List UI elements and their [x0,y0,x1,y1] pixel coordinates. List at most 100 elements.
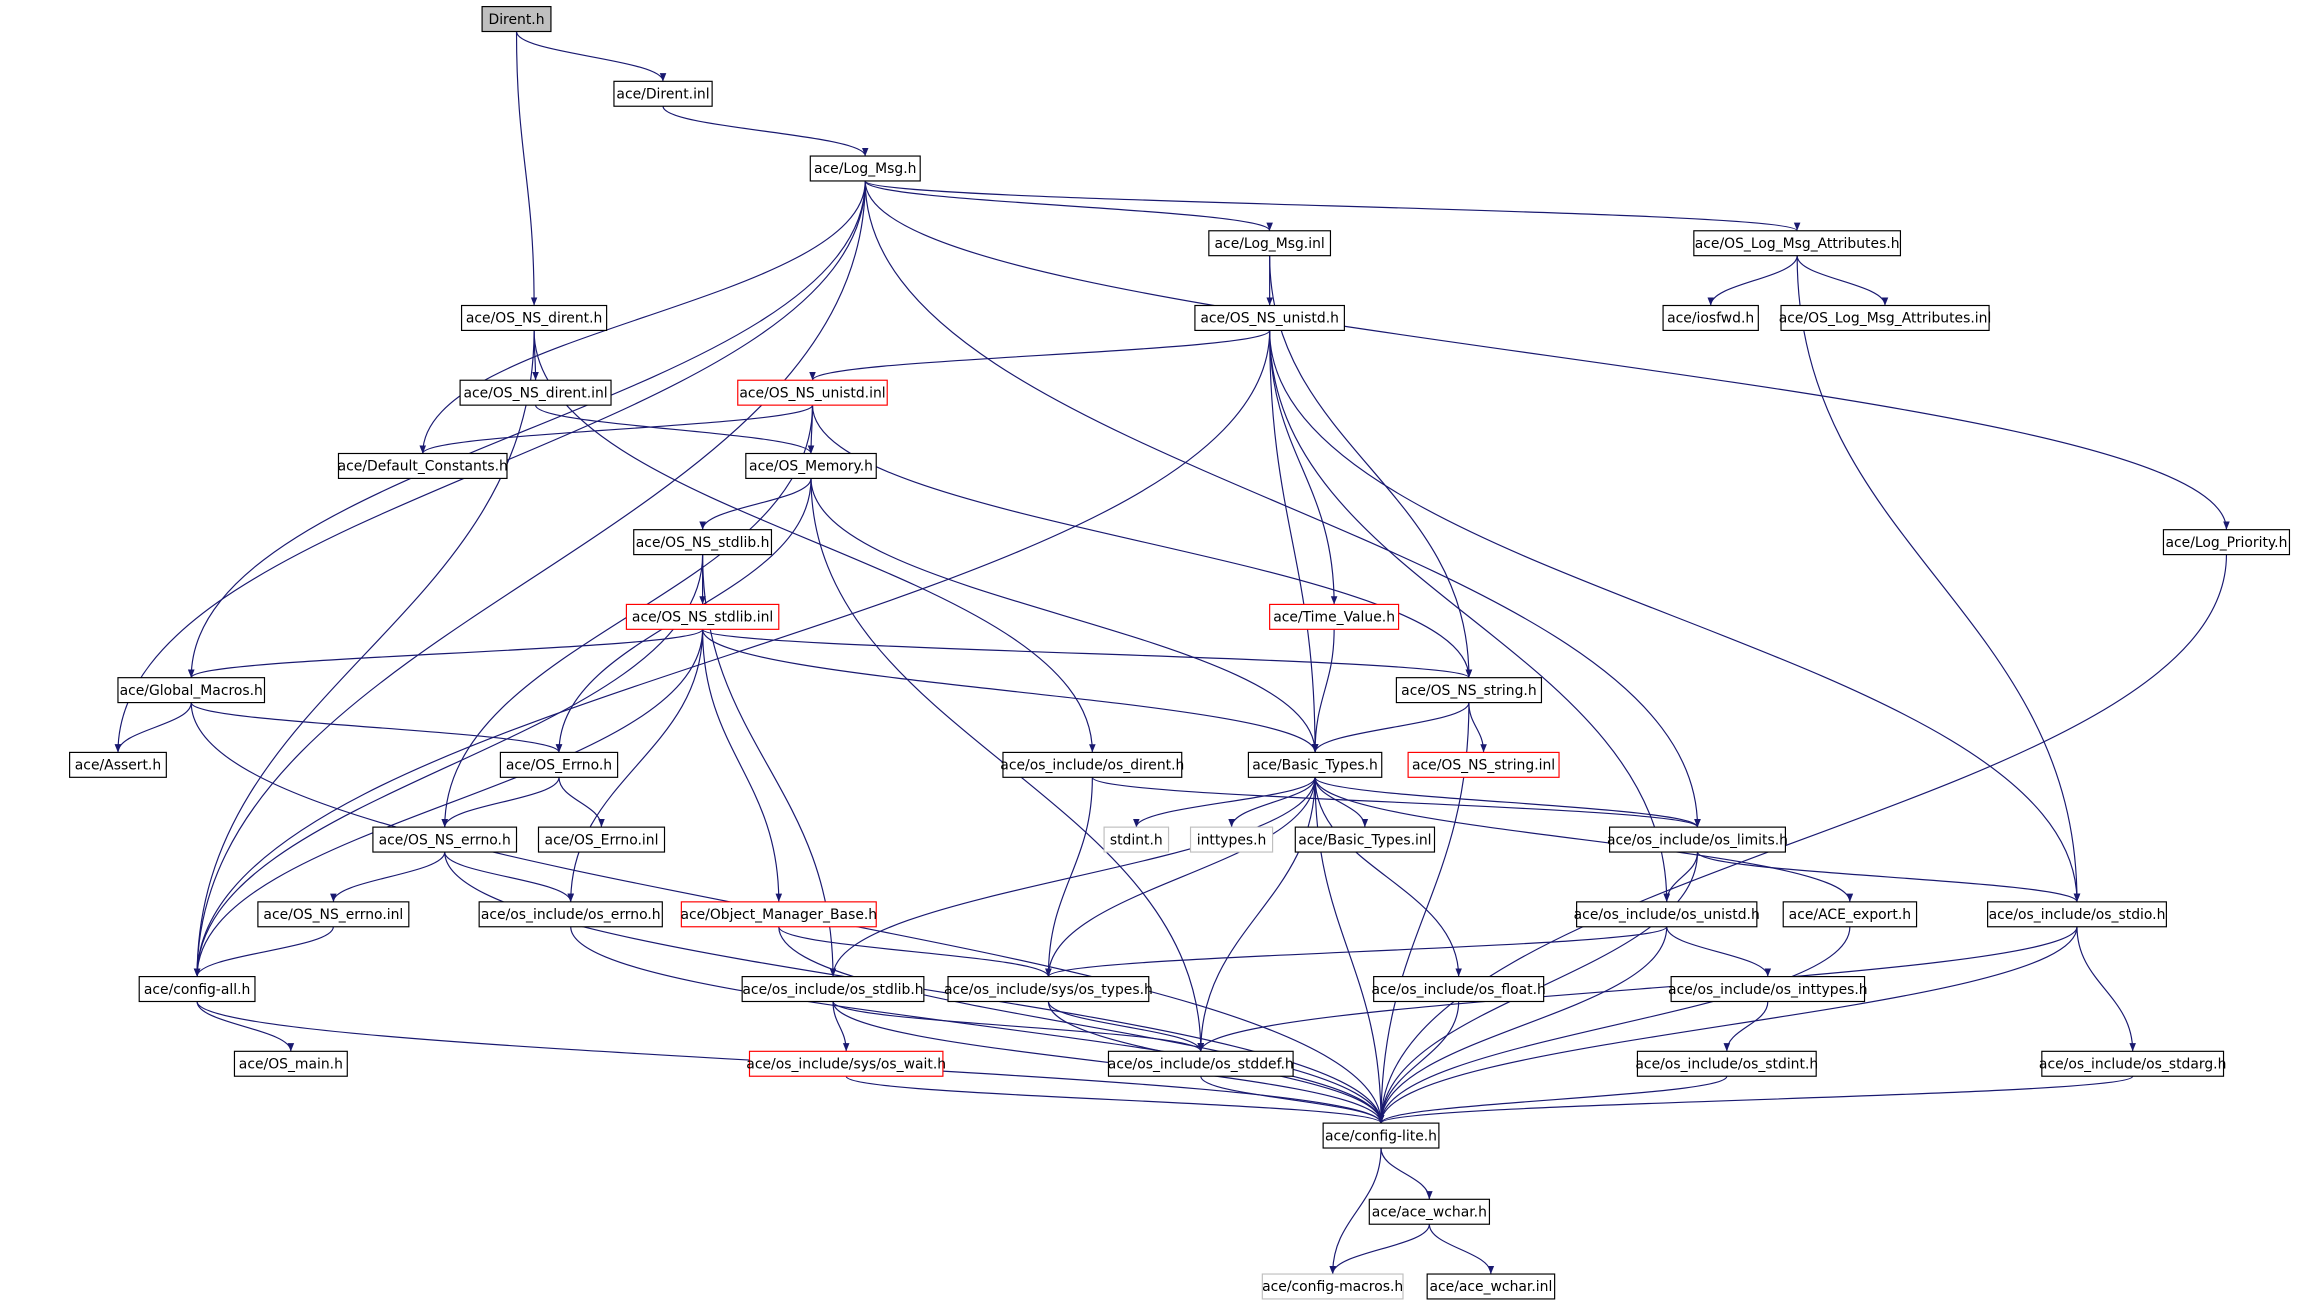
node-box [337,452,508,479]
node-box [1395,677,1543,704]
edge-os_ns_unistd_h-to-config_all_h [193,330,1271,977]
node-os-stdarg-h[interactable]: ace/os_include/os_stdarg.h [2039,1050,2226,1077]
node-os-limits-h[interactable]: ace/os_include/os_limits.h [1607,826,1788,853]
node-time-value-h[interactable]: ace/Time_Value.h [1269,603,1400,630]
nodes-layer: Dirent.h ace/Dirent.inl ace/Log_Msg.h ace/L… [69,6,2291,1300]
node-label: ace/os_include/os_stdio.h [1989,907,2166,923]
node-ace-wchar-inl[interactable]: ace/ace_wchar.inl [1426,1273,1556,1300]
node-os-float-h[interactable]: ace/os_include/os_float.h [1371,976,1546,1003]
node-os-ns-string-inl[interactable]: ace/OS_NS_string.inl [1407,751,1560,778]
edge-os_ns_stdlib_inl-to-osi_errno_h [567,629,704,902]
node-box [1670,976,1866,1003]
node-os-errno-inl[interactable]: ace/OS_Errno.inl [537,826,666,853]
node-log-priority-h[interactable]: ace/Log_Priority.h [2162,529,2291,556]
node-os-ns-dirent-h[interactable]: ace/OS_NS_dirent.h [460,304,608,331]
edge-log_msg_h-to-os_limits_h [864,180,1701,828]
edge-time_value_h-to-basic_types_h [1311,629,1335,753]
node-os-stddef-h[interactable]: ace/os_include/os_stddef.h [1108,1050,1294,1077]
edge-os_ns_errno_inl-to-config_all_h [193,926,334,977]
node-os-stdint-h[interactable]: ace/os_include/os_stdint.h [1635,1050,1818,1077]
node-log-msg-inl[interactable]: ace/Log_Msg.inl [1208,230,1332,257]
node-os-dirent-h[interactable]: ace/os_include/os_dirent.h [1000,751,1184,778]
node-box [233,1050,348,1077]
node-box [613,80,713,107]
node-config-lite-h[interactable]: ace/config-lite.h [1322,1122,1440,1149]
node-os-stdlib-h[interactable]: ace/os_include/os_stdlib.h [741,976,925,1003]
node-label: ace/OS_Log_Msg_Attributes.inl [1779,311,1992,327]
node-os-ns-stdlib-h[interactable]: ace/OS_NS_stdlib.h [633,529,773,556]
node-os-log-attr-h[interactable]: ace/OS_Log_Msg_Attributes.h [1693,230,1902,257]
node-label: ace/os_include/sys/os_wait.h [746,1057,946,1073]
node-box [117,677,266,704]
edge-os_ns_stdlib_inl-to-os_ns_string_h [702,628,1472,679]
node-ace-wchar-h[interactable]: ace/ace_wchar.h [1368,1198,1491,1225]
node-os-ns-dirent-inl[interactable]: ace/OS_NS_dirent.inl [459,379,612,406]
node-dirent-h[interactable]: Dirent.h [481,6,552,33]
edge-os_stdio_h-to-os_stdarg_h [2076,926,2136,1052]
node-basic-types-h[interactable]: ace/Basic_Types.h [1247,751,1383,778]
node-os-ns-stdlib-inl[interactable]: ace/OS_NS_stdlib.inl [625,603,780,630]
node-label: ace/os_include/os_stdint.h [1635,1057,1818,1073]
node-assert-h[interactable]: ace/Assert.h [69,751,167,778]
node-os-ns-errno-h[interactable]: ace/OS_NS_errno.h [372,826,518,853]
node-object-manager-base-h[interactable]: ace/Object_Manager_Base.h [680,901,877,928]
node-label: ace/OS_NS_unistd.h [1200,311,1339,327]
node-os-stdio-h[interactable]: ace/os_include/os_stdio.h [1987,901,2167,928]
edge-os_dirent_h-to-os_types_h [1045,777,1093,977]
node-osi-errno-h[interactable]: ace/os_include/os_errno.h [478,901,663,928]
node-label: ace/OS_NS_string.inl [1412,758,1555,774]
node-os-unistd-h[interactable]: ace/os_include/os_unistd.h [1574,901,1760,928]
edge-os_errno_h-to-os_errno_inl [558,777,605,828]
node-stdint-h[interactable]: stdint.h [1103,826,1170,853]
node-label: stdint.h [1110,832,1163,848]
node-default-constants-h[interactable]: ace/Default_Constants.h [337,452,508,479]
node-dirent-inl[interactable]: ace/Dirent.inl [613,80,713,107]
node-os-log-attr-inl[interactable]: ace/OS_Log_Msg_Attributes.inl [1779,304,1992,331]
node-box [1426,1273,1556,1300]
node-inttypes-h[interactable]: inttypes.h [1189,826,1274,853]
node-ace-export-h[interactable]: ace/ACE_export.h [1782,901,1918,928]
edge-os_unistd_h-to-os_inttypes_h [1666,926,1772,977]
node-os-types-h[interactable]: ace/os_include/sys/os_types.h [944,976,1153,1003]
node-box [1662,304,1759,331]
edge-basic_types_h-to-os_limits_h [1314,776,1701,828]
node-box [1208,230,1332,257]
node-label: ace/os_include/os_stdlib.h [742,982,923,998]
node-label: ace/os_include/os_limits.h [1607,832,1788,848]
edge-log_msg_h-to-log_msg_inl [864,180,1273,232]
node-global-macros-h[interactable]: ace/Global_Macros.h [117,677,266,704]
edge-os_ns_stdlib_inl-to-basic_types_h [702,629,1319,753]
edge-os_float_h-to-config_lite_h [1377,1001,1460,1124]
node-basic-types-inl[interactable]: ace/Basic_Types.inl [1294,826,1436,853]
node-log-msg-h[interactable]: ace/Log_Msg.h [809,155,921,182]
node-box [257,901,410,928]
node-box [1189,826,1274,853]
node-iosfwd-h[interactable]: ace/iosfwd.h [1662,304,1759,331]
node-config-all-h[interactable]: ace/config-all.h [138,976,256,1003]
node-label: ace/Log_Priority.h [2165,535,2287,551]
node-config-macros-h[interactable]: ace/config-macros.h [1261,1273,1404,1300]
node-os-wait-h[interactable]: ace/os_include/sys/os_wait.h [746,1050,946,1077]
node-label: ace/os_include/os_stddef.h [1108,1057,1294,1073]
node-box [1194,304,1345,331]
edge-os_ns_errno_h-to-osi_errno_h [444,851,574,903]
edge-config_all_h-to-os_main_h [196,1001,295,1052]
node-box [1002,751,1183,778]
node-label: ace/Default_Constants.h [338,459,508,475]
node-box [625,603,780,630]
node-os-errno-h[interactable]: ace/OS_Errno.h [499,751,619,778]
node-box [537,826,666,853]
edge-os_ns_unistd_h-to-os_stdio_h [1269,330,2081,902]
node-os-inttypes-h[interactable]: ace/os_include/os_inttypes.h [1668,976,1868,1003]
node-os-ns-unistd-h[interactable]: ace/OS_NS_unistd.h [1194,304,1345,331]
node-os-memory-h[interactable]: ace/OS_Memory.h [745,452,877,479]
node-label: ace/config-macros.h [1262,1279,1403,1295]
node-os-main-h[interactable]: ace/OS_main.h [233,1050,348,1077]
edge-os_stdint_h-to-config_lite_h [1377,1075,1728,1124]
edge-dirent_h-to-os_ns_dirent_h [515,31,538,306]
node-box [459,379,612,406]
node-os-ns-errno-inl[interactable]: ace/OS_NS_errno.inl [257,901,410,928]
node-label: ace/config-lite.h [1325,1128,1437,1144]
node-os-ns-string-h[interactable]: ace/OS_NS_string.h [1395,677,1543,704]
node-os-ns-unistd-inl[interactable]: ace/OS_NS_unistd.inl [737,379,888,406]
